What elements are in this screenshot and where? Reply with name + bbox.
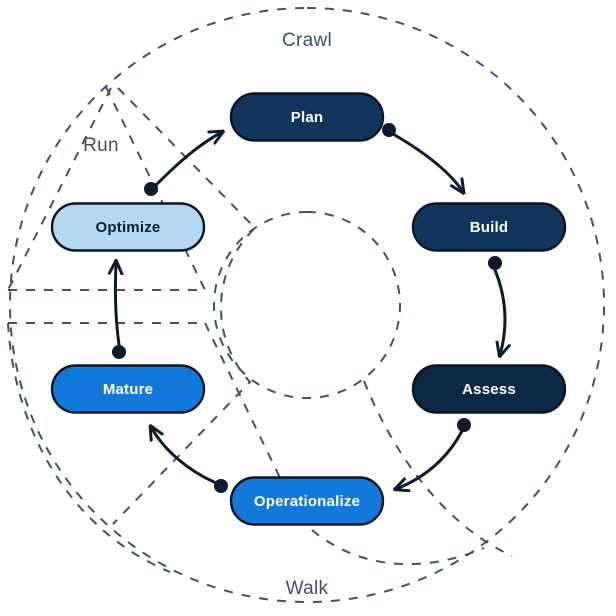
stage-node-optimize-shape[interactable] (50, 202, 206, 252)
stage-nodes: Plan Build Assess Operationalize Mature (50, 92, 567, 526)
stage-node-plan[interactable]: Plan (229, 92, 385, 142)
zone-label-walk: Walk (286, 578, 329, 599)
flow-arrows (112, 123, 505, 493)
stage-node-build-shape[interactable] (411, 202, 567, 252)
stage-node-build-label: Build (470, 219, 509, 236)
arrow-start-dot (214, 479, 228, 493)
run-wedge-left-boundary (7, 87, 112, 291)
arrow-start-dot (112, 345, 126, 359)
walk-wedge-outer-boundary (7, 322, 171, 573)
stage-node-assess-label: Assess (462, 381, 516, 398)
arrow-path (396, 429, 464, 489)
stage-node-plan-label: Plan (291, 109, 323, 126)
arrow-path (151, 427, 218, 485)
zone-boundaries (7, 6, 606, 604)
arrow-optimize-to-plan (144, 132, 222, 196)
walk-wedge-inner-boundary (204, 322, 485, 566)
outer-ring-arc (8, 6, 606, 604)
stage-node-assess[interactable]: Assess (411, 364, 567, 414)
stage-node-operationalize[interactable]: Operationalize (229, 476, 385, 526)
arrow-start-dot (488, 256, 502, 270)
arrow-assess-to-operationalize (396, 418, 471, 489)
zone-label-run: Run (83, 135, 119, 156)
stage-node-assess-shape[interactable] (411, 364, 567, 414)
arrow-path (115, 262, 119, 347)
crawl-band-lower-right-boundary (363, 380, 513, 557)
stage-node-build[interactable]: Build (411, 202, 567, 252)
stage-node-optimize-label: Optimize (96, 219, 161, 236)
arrow-plan-to-build (382, 123, 463, 192)
arrow-build-to-assess (488, 256, 505, 355)
arrow-path (391, 132, 463, 192)
stage-node-operationalize-shape[interactable] (229, 476, 385, 526)
zone-labels: Crawl Run Walk (83, 30, 332, 599)
stage-node-mature-shape[interactable] (50, 364, 206, 414)
arrow-path (153, 132, 222, 188)
stage-node-mature[interactable]: Mature (50, 364, 206, 414)
arrow-path (493, 268, 505, 355)
crawl-inner-boundary (112, 87, 257, 525)
stage-node-plan-shape[interactable] (229, 92, 385, 142)
stage-node-mature-label: Mature (103, 381, 153, 398)
arrow-operationalize-to-mature (151, 427, 228, 493)
stage-node-optimize[interactable]: Optimize (50, 202, 206, 252)
inner-hub-circle (212, 210, 402, 400)
arrow-mature-to-optimize (112, 262, 126, 359)
arrow-start-dot (457, 418, 471, 432)
zone-label-crawl: Crawl (282, 30, 332, 51)
stage-node-operationalize-label: Operationalize (254, 493, 360, 510)
